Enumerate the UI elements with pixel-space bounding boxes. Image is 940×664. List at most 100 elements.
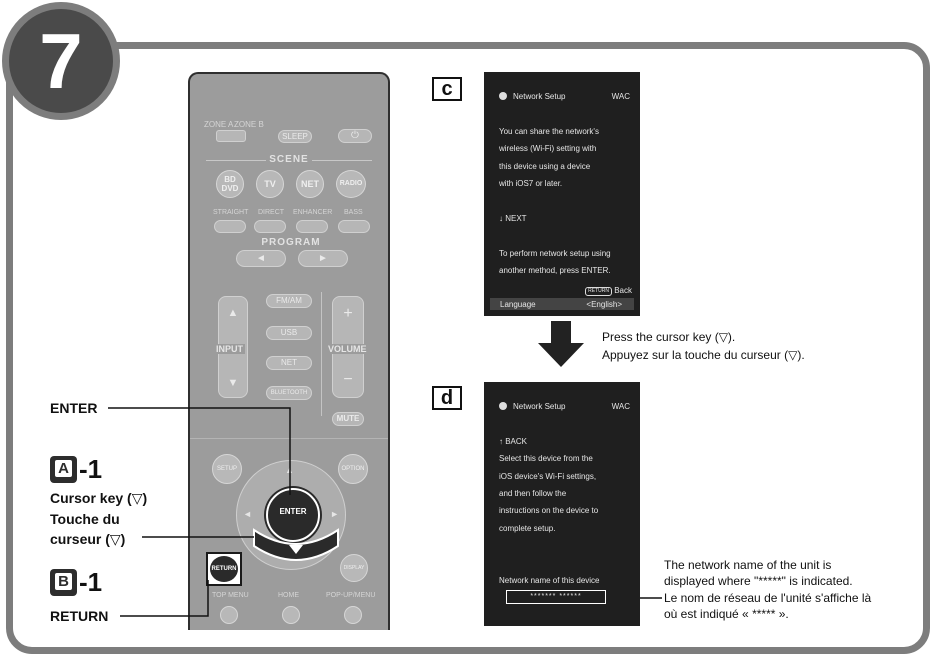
program-label: PROGRAM [261, 237, 321, 248]
zone-a-label: ZONE A [204, 120, 234, 129]
remote-section-divider [190, 438, 388, 439]
cursor-down-button[interactable] [248, 524, 344, 574]
osd-d-line-2: Select this device from the [499, 454, 593, 463]
arrow-instruction-fr: Appuyez sur la touche du curseur (▽). [602, 348, 805, 362]
osd-c-title-row: Network Setup [499, 92, 565, 101]
scene-divider: SCENE [206, 154, 372, 166]
power-icon: ⏻ [351, 130, 359, 141]
down-arrow-icon [538, 321, 584, 367]
osd-c-title: Network Setup [513, 92, 566, 101]
osd-d-line-4: and then follow the [499, 489, 567, 498]
volume-divider [321, 292, 322, 416]
return-button[interactable]: RETURN [210, 556, 238, 582]
option-button[interactable]: OPTION [338, 454, 368, 484]
osd-d-tag: WAC [611, 402, 630, 411]
bass-button[interactable] [338, 220, 370, 233]
osd-c-language-label: Language [500, 300, 536, 309]
osd-screen-c: Network Setup WAC You can share the netw… [484, 72, 640, 316]
osd-d-network-label: Network name of this device [499, 576, 600, 585]
enter-button[interactable]: ENTER [266, 488, 320, 542]
usb-button[interactable]: USB [266, 326, 312, 340]
osd-c-language-value: <English> [586, 300, 622, 309]
volume-label: VOLUME [326, 344, 369, 354]
mute-button[interactable]: MUTE [332, 412, 364, 426]
note-fr-1: Le nom de réseau de l'unité s'affiche là [664, 591, 872, 605]
display-button[interactable]: DISPLAY [340, 554, 368, 582]
input-label: INPUT [214, 344, 245, 354]
program-left-button[interactable]: ◄ [236, 250, 286, 267]
panel-c-label: c [432, 77, 462, 101]
enter-callout: ENTER [50, 400, 98, 416]
program-right-button[interactable]: ► [298, 250, 348, 267]
panel-d-label: d [432, 386, 462, 410]
network-setup-icon [499, 92, 507, 100]
input-down-icon: ▼ [227, 377, 239, 389]
volume-minus-icon: − [343, 371, 353, 388]
scene-net-button[interactable]: NET [296, 170, 324, 198]
step-b-badge: B [50, 569, 77, 596]
osd-d-network-value: ******* ****** [506, 590, 606, 604]
osd-c-tag: WAC [611, 92, 630, 101]
scene-radio-button[interactable]: RADIO [336, 170, 366, 198]
osd-d-line-3: iOS device's Wi-Fi settings, [499, 472, 597, 481]
note-fr-2: où est indiqué « ***** ». [664, 607, 789, 621]
return-highlight: RETURN [206, 552, 242, 586]
osd-c-line-2: wireless (Wi-Fi) setting with [499, 144, 597, 153]
arrow-right-icon: ► [318, 253, 328, 264]
popup-menu-button[interactable] [344, 606, 362, 624]
osd-c-line-1: You can share the network's [499, 127, 599, 136]
home-label: HOME [278, 592, 299, 599]
osd-c-line-6: To perform network setup using [499, 249, 611, 258]
step-frame [6, 42, 930, 654]
direct-button[interactable] [254, 220, 286, 233]
mode-bass-label: BASS [344, 209, 363, 216]
step-a-letter: A [55, 460, 72, 478]
note-en-2: displayed where "*****" is indicated. [664, 574, 853, 588]
zone-switch[interactable] [216, 130, 246, 142]
osd-c-next: ↓ NEXT [499, 214, 527, 223]
scene-bd-dvd-button[interactable]: BD DVD [216, 170, 244, 198]
osd-c-back: Back [614, 286, 632, 295]
enhancer-button[interactable] [296, 220, 328, 233]
osd-d-back: ↑ BACK [499, 437, 528, 446]
osd-d-line-5: instructions on the device to [499, 506, 599, 515]
mode-straight-label: STRAIGHT [213, 209, 249, 216]
step-number-badge: 7 [2, 2, 120, 120]
scene-tv-button[interactable]: TV [256, 170, 284, 198]
mode-direct-label: DIRECT [258, 209, 285, 216]
top-menu-button[interactable] [220, 606, 238, 624]
enter-button-label: ENTER [279, 507, 307, 516]
power-button[interactable]: ⏻ [338, 129, 372, 143]
cursor-key-callout-fr-1: Touche du [50, 511, 120, 527]
osd-c-back-row: RETURN Back [585, 286, 632, 296]
cursor-key-callout-en: Cursor key (▽) [50, 490, 148, 506]
cursor-down-icon [289, 545, 303, 554]
return-key-icon: RETURN [585, 287, 612, 296]
straight-button[interactable] [214, 220, 246, 233]
mode-enhancer-label: ENHANCER [293, 209, 333, 216]
osd-d-line-6: complete setup. [499, 524, 556, 533]
step-b-letter: B [55, 573, 72, 591]
home-button[interactable] [282, 606, 300, 624]
arrow-left-icon: ◄ [256, 253, 266, 264]
cursor-left-icon: ◄ [243, 509, 252, 519]
return-callout: RETURN [50, 608, 109, 624]
top-menu-label: TOP MENU [212, 592, 249, 599]
sleep-button[interactable]: SLEEP [278, 130, 312, 143]
setup-button[interactable]: SETUP [212, 454, 242, 484]
osd-screen-d: Network Setup WAC ↑ BACK Select this dev… [484, 382, 640, 626]
sleep-button-label: SLEEP [282, 132, 308, 141]
note-en-1: The network name of the unit is [664, 558, 832, 572]
fm-am-button[interactable]: FM/AM [266, 294, 312, 308]
osd-c-line-4: with iOS7 or later. [499, 179, 563, 188]
osd-c-language-bar[interactable]: Language <English> [490, 298, 634, 310]
popup-menu-label: POP-UP/MENU [326, 592, 376, 599]
scene-label: SCENE [269, 154, 309, 165]
volume-plus-icon: + [343, 305, 353, 322]
bluetooth-button[interactable]: BLUETOOTH [266, 386, 312, 400]
net-source-button[interactable]: NET [266, 356, 312, 370]
osd-d-title: Network Setup [513, 402, 566, 411]
cursor-key-callout-fr-2: curseur (▽) [50, 531, 126, 547]
osd-c-line-7: another method, press ENTER. [499, 266, 611, 275]
